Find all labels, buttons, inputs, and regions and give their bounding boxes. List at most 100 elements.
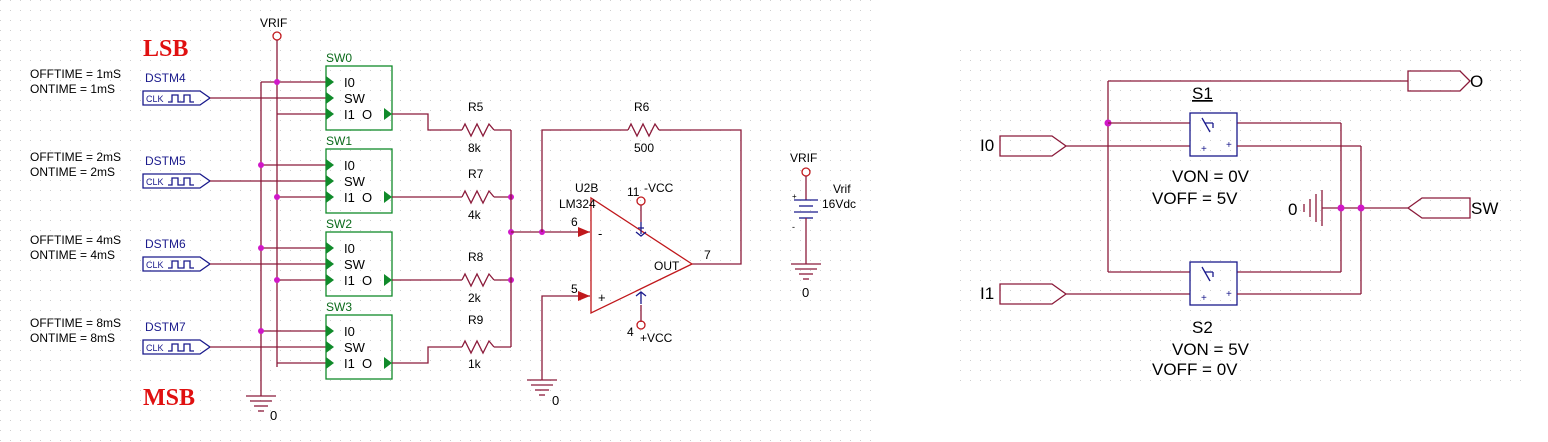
resistor-name-2: R8	[468, 250, 484, 264]
opamp-out-label: OUT	[654, 259, 680, 273]
switch-pin-i0-3: I0	[344, 324, 355, 339]
switch-s1-name: S1	[1192, 84, 1213, 103]
ground-left-label: 0	[270, 408, 277, 423]
clk-label-1: CLK	[146, 177, 164, 187]
right-schematic: O I0 + + S1 VON = 0V VOFF = 5V I	[980, 70, 1498, 379]
resistor-0[interactable]: R5 8k	[461, 100, 495, 155]
switch-block-2[interactable]: SW2 I0 SW I1 O	[325, 217, 393, 297]
ground-right-label: 0	[1288, 200, 1297, 219]
resistor-name-1: R7	[468, 167, 484, 181]
vrif-dc-source[interactable]: VRIF + - Vrif 16Vdc 0	[790, 151, 856, 300]
clk-label-2: CLK	[146, 260, 164, 270]
source-ontime-3: ONTIME = 8mS	[30, 331, 115, 345]
switch-s1-plus-a: +	[1201, 144, 1207, 155]
switch-name-3: SW3	[326, 300, 352, 314]
input-i1-label: I1	[980, 284, 994, 303]
bit-row-0: OFFTIME = 1mS ONTIME = 1mS DSTM4 CLK SW0…	[30, 51, 511, 155]
resistor-value-2: 2k	[468, 291, 482, 305]
vrif-source-plus: +	[792, 192, 797, 201]
opamp-minus-sign: -	[598, 226, 602, 241]
ground-right-symbol	[1303, 190, 1323, 226]
grid-right	[960, 50, 1530, 390]
bit-row-1: OFFTIME = 2mS ONTIME = 2mS DSTM5 CLK SW1…	[30, 134, 514, 222]
vrif-source-minus: -	[792, 222, 795, 232]
noninv-ground-wire	[541, 295, 590, 380]
resistor-3[interactable]: R9 1k	[461, 313, 495, 371]
switch-pin-sw-1: SW	[344, 174, 366, 189]
left-schematic: LSB MSB VRIF 0 OFFTIME = 1mS ONTIME = 1m…	[30, 16, 856, 423]
switch-pin-o-2: O	[362, 273, 372, 288]
clock-source-3[interactable]: CLK	[142, 339, 212, 355]
switch-pin-i1-3: I1	[344, 356, 355, 371]
clock-source-0[interactable]: CLK	[142, 90, 212, 106]
feedback-wire-left	[541, 129, 628, 232]
ground-opamp-symbol	[527, 379, 557, 396]
source-name-0: DSTM4	[145, 71, 186, 85]
input-port-i0[interactable]: I0	[980, 135, 1068, 157]
switch-s1[interactable]: + + S1 VON = 0V VOFF = 5V	[1152, 84, 1250, 208]
opamp-pin-vneg: 11	[627, 185, 640, 199]
source-offtime-0: OFFTIME = 1mS	[30, 67, 121, 81]
resistor-name-3: R9	[468, 313, 484, 327]
clock-source-1[interactable]: CLK	[142, 173, 212, 189]
input-i0-label: I0	[980, 136, 994, 155]
source-name-2: DSTM6	[145, 237, 186, 251]
switch-name-0: SW0	[326, 51, 352, 65]
switch-s2[interactable]: + + S2 VON = 5V VOFF = 0V	[1152, 261, 1250, 379]
switch-s1-plus-b: +	[1226, 140, 1232, 151]
vrif-source-top-label: VRIF	[790, 151, 817, 165]
source-ontime-2: ONTIME = 4mS	[30, 248, 115, 262]
switch-pin-i1-0: I1	[344, 107, 355, 122]
switch-s1-von: VON = 0V	[1172, 167, 1250, 186]
switch-block-1[interactable]: SW1 I0 SW I1 O	[325, 134, 393, 214]
opamp-u2b[interactable]: U2B LM324 6 5 7 - + OUT 11 -VCC 4 +VCC	[559, 181, 711, 345]
switch-s2-von: VON = 5V	[1172, 340, 1250, 359]
bit-row-3: OFFTIME = 8mS ONTIME = 8mS DSTM7 CLK SW3…	[30, 300, 511, 380]
opamp-name: U2B	[575, 181, 598, 195]
lsb-label: LSB	[143, 36, 188, 62]
source-offtime-1: OFFTIME = 2mS	[30, 150, 121, 164]
input-port-sw[interactable]: SW	[1406, 197, 1498, 219]
resistor-value-3: 1k	[468, 357, 482, 371]
output-port-o[interactable]: O	[1407, 70, 1483, 92]
switch-pin-i0-1: I0	[344, 158, 355, 173]
switch-block-3[interactable]: SW3 I0 SW I1 O	[325, 300, 393, 380]
switch-block-0[interactable]: SW0 I0 SW I1 O	[325, 51, 393, 131]
ground-opamp-label: 0	[552, 393, 559, 408]
input-port-i1[interactable]: I1	[980, 283, 1068, 305]
output-o-label: O	[1470, 72, 1483, 91]
switch-name-2: SW2	[326, 217, 352, 231]
feedback-resistor-value: 500	[634, 141, 654, 155]
clk-label-3: CLK	[146, 343, 164, 353]
resistor-1[interactable]: R7 4k	[461, 167, 495, 222]
switch-pin-sw-0: SW	[344, 91, 366, 106]
clock-source-2[interactable]: CLK	[142, 256, 212, 272]
opamp-plus-sign: +	[598, 290, 606, 305]
vrif-source-value: 16Vdc	[822, 197, 856, 211]
vrif-top-label: VRIF	[260, 16, 287, 30]
feedback-resistor-name: R6	[634, 100, 650, 114]
feedback-wire-right	[659, 129, 742, 265]
opamp-pin-inv: 6	[571, 215, 578, 229]
switch-pin-i0-2: I0	[344, 241, 355, 256]
switch-s2-voff: VOFF = 0V	[1152, 360, 1238, 379]
opamp-model: LM324	[559, 197, 596, 211]
resistor-value-0: 8k	[468, 141, 482, 155]
switch-s1-voff: VOFF = 5V	[1152, 189, 1238, 208]
bit-row-2: OFFTIME = 4mS ONTIME = 4mS DSTM6 CLK SW2…	[30, 217, 514, 305]
switch-pin-i0-0: I0	[344, 75, 355, 90]
source-name-1: DSTM5	[145, 154, 186, 168]
resistor-2[interactable]: R8 2k	[461, 250, 495, 305]
opamp-pin-noninv: 5	[571, 282, 578, 296]
vrif-source-name: Vrif	[833, 182, 851, 196]
switch-pin-i1-1: I1	[344, 190, 355, 205]
opamp-vneg-label: -VCC	[644, 181, 674, 195]
grid-left	[0, 0, 875, 442]
source-offtime-2: OFFTIME = 4mS	[30, 233, 121, 247]
opamp-vpos-label: +VCC	[640, 331, 673, 345]
source-ontime-1: ONTIME = 2mS	[30, 165, 115, 179]
opamp-pin-out: 7	[704, 248, 711, 262]
switch-pin-o-3: O	[362, 356, 372, 371]
feedback-resistor[interactable]: R6 500	[627, 100, 660, 155]
